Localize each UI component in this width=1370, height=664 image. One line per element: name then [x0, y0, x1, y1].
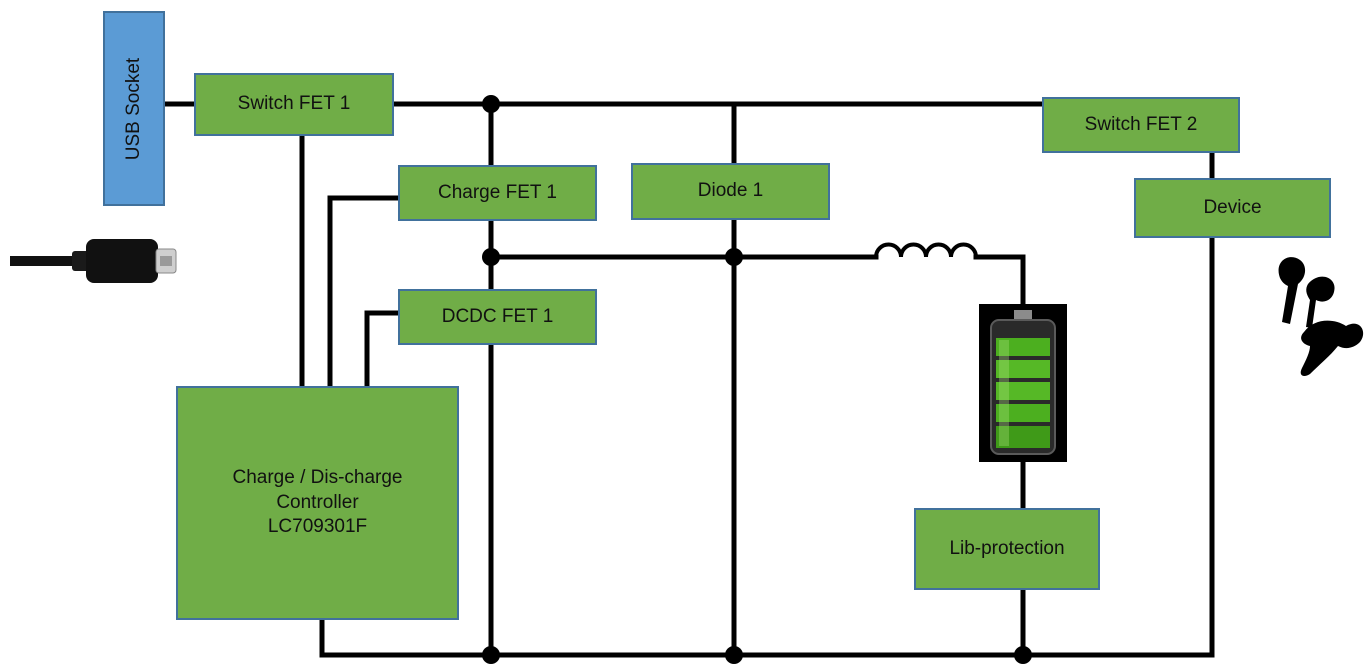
inductor-icon	[874, 242, 978, 258]
diode-1-block: Diode 1	[631, 163, 830, 220]
junction-dot	[482, 95, 500, 113]
usb-cable-icon	[10, 239, 177, 283]
controller-block: Charge / Dis-charge Controller LC709301F	[176, 386, 459, 620]
earbuds-icon	[1278, 257, 1364, 376]
junction-dot	[725, 646, 743, 664]
switch-fet-1-block: Switch FET 1	[194, 73, 394, 136]
switch-fet-2-block: Switch FET 2	[1042, 97, 1240, 153]
junction-dot	[482, 248, 500, 266]
charge-fet-1-block: Charge FET 1	[398, 165, 597, 221]
controller-label-line-3: LC709301F	[267, 516, 368, 538]
lib-protection-block: Lib-protection	[914, 508, 1100, 590]
controller-label-line-1: Charge / Dis-charge	[232, 466, 403, 488]
junction-dot	[725, 248, 743, 266]
junction-dot	[1014, 646, 1032, 664]
controller-label-line-2: Controller	[276, 491, 359, 513]
device-block: Device	[1134, 178, 1331, 238]
usb-socket-label: USB Socket	[123, 57, 144, 160]
junction-dot	[482, 646, 500, 664]
usb-socket: USB Socket	[103, 11, 165, 206]
dcdc-fet-1-block: DCDC FET 1	[398, 289, 597, 345]
battery-icon	[979, 304, 1067, 462]
